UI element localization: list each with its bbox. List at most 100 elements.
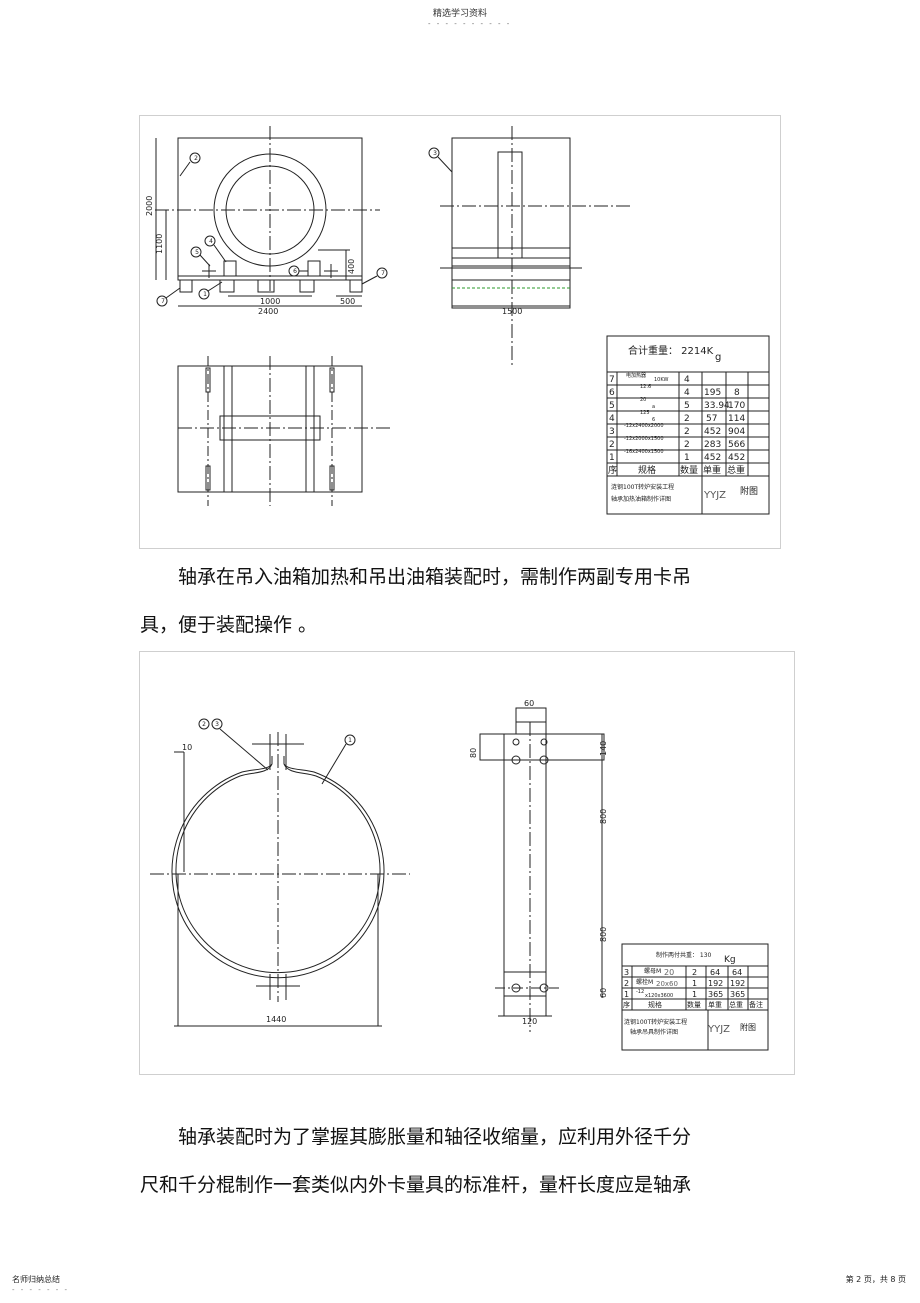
t2-title-line1: 涟钢100T转炉安装工程 (624, 1018, 687, 1026)
t2-label: 附图 (740, 1022, 756, 1032)
paragraph-2: 轴承装配时为了掌握其膨胀量和轴径收缩量，应利用外径千分 尺和千分棍制作一套类似内… (140, 1113, 800, 1209)
t2-r3-total: 64 (732, 968, 742, 977)
t1-r4-total: 114 (728, 414, 745, 424)
t1-r1-no: 1 (609, 453, 615, 463)
t2-r3-unit: 64 (710, 968, 720, 977)
footer-dots: - - - - - - - (12, 1286, 70, 1294)
t1-r4-spec: 125 (640, 410, 650, 416)
material-table-2: 制作两付共重： 130 Kg 3 2 1 螺母M 20 螺栓M 20x60 -1… (621, 943, 769, 1051)
dim-1100: 1100 (155, 234, 164, 254)
t2-r3-qty: 2 (692, 968, 697, 977)
callout-2: 2 (194, 155, 198, 162)
callout-6: 6 (293, 268, 297, 275)
para2-line2: 尺和千分棍制作一套类似内外卡量具的标准杆，量杆长度应是轴承 (140, 1174, 692, 1196)
t1-r4-no: 4 (609, 414, 615, 424)
t1-mark: YYJZ (703, 490, 726, 501)
t1-r7-no: 7 (609, 375, 615, 385)
table2-total-unit: Kg (724, 955, 736, 965)
para1-line2: 具，便于装配操作 。 (140, 614, 318, 636)
t1-r2-unit: 283 (704, 440, 721, 450)
para2-line1: 轴承装配时为了掌握其膨胀量和轴径收缩量，应利用外径千分 (178, 1126, 692, 1148)
dim-120: 120 (522, 1017, 537, 1026)
t1-r2-total: 566 (728, 440, 745, 450)
oil-tank-drawing-svg: 2000 1100 1000 2400 500 400 1500 2 4 5 1… (145, 126, 770, 515)
t1-h-qty: 数量 (680, 464, 698, 476)
page-header: 精选学习资料 (432, 9, 487, 19)
t2-r2-spec2: 20x60 (656, 980, 678, 988)
t1-r5-unit: 33.94 (704, 401, 730, 411)
dim-400: 400 (347, 259, 356, 274)
t2-r2-unit: 192 (708, 979, 723, 988)
callout-5: 5 (195, 249, 199, 256)
t1-h-spec: 规格 (638, 464, 656, 476)
t2-r3-spec: 螺母M (644, 967, 661, 975)
t2-h-qty: 数量 (687, 1000, 701, 1009)
dim-10: 10 (182, 743, 192, 752)
dim-80: 80 (469, 748, 478, 758)
dim-2400: 2400 (258, 307, 278, 316)
figure-lifting-clamp-drawing: 10 1440 60 80 140 800 800 60 120 2 3 1 (139, 651, 795, 1075)
f2-callout-2: 2 (202, 721, 206, 728)
t2-r2-no: 2 (624, 979, 629, 988)
callout-7: 7 (381, 270, 385, 277)
t1-r2-qty: 2 (684, 440, 690, 450)
t2-h-remark: 备注 (749, 1000, 763, 1009)
paragraph-1: 轴承在吊入油箱加热和吊出油箱装配时，需制作两副专用卡吊 具，便于装配操作 。 (140, 553, 800, 649)
t1-r5-no: 5 (609, 401, 615, 411)
t2-r3-no: 3 (624, 968, 629, 977)
t1-r5-total: 170 (728, 401, 745, 411)
dim-2000: 2000 (145, 196, 154, 216)
t2-r1-total: 365 (730, 990, 745, 999)
t1-r6-unit: 195 (704, 388, 721, 398)
t2-r3-spec2: 20 (664, 968, 674, 977)
t1-r4-qty: 2 (684, 414, 690, 424)
t2-r2-total: 192 (730, 979, 745, 988)
t1-r7-spec2: 10KW (654, 377, 668, 383)
t1-r1-total: 452 (728, 453, 745, 463)
t2-r1-spec: -12 (636, 989, 644, 995)
t1-r3-unit: 452 (704, 427, 721, 437)
t2-mark: YYJZ (707, 1024, 730, 1035)
table1-total: 合计重量： 2214K (628, 344, 714, 357)
t2-h-total: 总重 (729, 1000, 743, 1009)
callout-1: 1 (203, 291, 207, 298)
t2-r1-qty: 1 (692, 990, 697, 999)
t1-title-line1: 涟钢100T转炉安装工程 (611, 483, 674, 491)
t2-r2-qty: 1 (692, 979, 697, 988)
dim-60-bottom: 60 (599, 988, 608, 998)
t1-r5-spec: 20 (640, 397, 646, 403)
t2-h-no: 序 (623, 1000, 630, 1009)
f2-callout-1: 1 (348, 737, 352, 744)
callout-4: 4 (209, 238, 213, 245)
t2-r2-spec: 螺栓M (636, 978, 653, 986)
t1-r7-qty: 4 (684, 375, 690, 385)
footer-left: 名师归纳总结 (12, 1275, 60, 1284)
callout-3: 3 (433, 150, 437, 157)
para1-line1: 轴承在吊入油箱加热和吊出油箱装配时，需制作两副专用卡吊 (178, 566, 692, 588)
t1-label: 附图 (740, 485, 758, 497)
dim-800-upper: 800 (599, 809, 608, 824)
t1-r5-spec2: a (652, 404, 655, 410)
t1-r1-spec: -16x2400x1500 (624, 449, 664, 455)
t1-r6-total: 8 (734, 388, 740, 398)
lifting-clamp-svg: 10 1440 60 80 140 800 800 60 120 2 3 1 (150, 699, 769, 1051)
t1-h-no: 序 (608, 464, 617, 476)
figure-oil-tank-drawing: 2000 1100 1000 2400 500 400 1500 2 4 5 1… (139, 115, 781, 549)
dim-1500: 1500 (502, 307, 522, 316)
dim-800-lower: 800 (599, 927, 608, 942)
t1-r4-unit: 57 (706, 414, 717, 424)
t2-r1-no: 1 (624, 990, 629, 999)
material-table-1: 合计重量： 2214K g 7 6 5 4 3 2 1 电加热器 10KW 12… (606, 335, 770, 515)
t1-r7-spec: 电加热器 (626, 372, 646, 379)
t1-r5-qty: 5 (684, 401, 690, 411)
t1-r1-unit: 452 (704, 453, 721, 463)
t2-title-line2: 轴承吊具制作详图 (630, 1028, 678, 1036)
t2-h-unit: 单重 (708, 1000, 722, 1009)
table2-total: 制作两付共重： 130 (656, 951, 712, 959)
t2-r1-spec2: x120x3600 (645, 993, 673, 999)
page-number: 第 2 页，共 8 页 (845, 1275, 906, 1284)
t2-h-spec: 规格 (648, 1000, 662, 1009)
t1-r3-spec: -12x2400x2000 (624, 423, 664, 429)
header-dots: - - - - - - - - - - (428, 20, 512, 28)
t1-r6-spec: 12.6 (640, 384, 651, 390)
